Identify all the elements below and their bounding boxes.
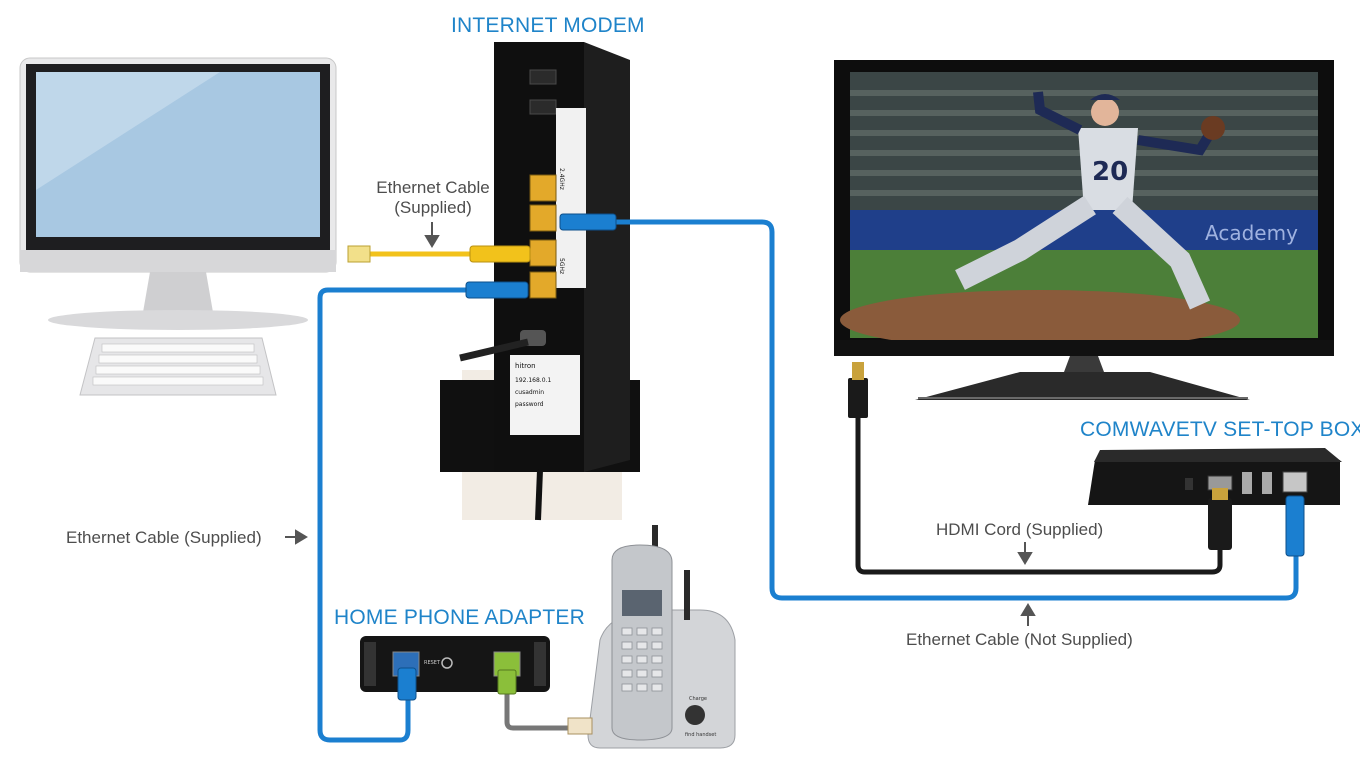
modem-ip: 192.168.0.1 [515,377,551,384]
television: Academy 20 [834,60,1334,400]
arrow-right-icon [285,529,308,545]
desktop-computer [19,57,337,396]
phone-charge-label: Charge [689,696,707,702]
blue-ethernet-cable-left [317,281,529,743]
home-phone-adapter-device: RESET [360,636,550,692]
tv-banner-text: Academy [1205,221,1298,245]
modem-ethernet-caption-line2: (Supplied) [394,198,472,217]
arrow-down-icon [1017,542,1033,565]
pitcher: 20 [955,91,1225,310]
arrow-up-icon [1020,603,1036,626]
hdmi-caption: HDMI Cord (Supplied) [936,520,1104,539]
internet-modem: hitron 192.168.0.1 cusadmin password 2.4… [440,42,640,521]
phone-adapter-title: HOME PHONE ADAPTER [334,606,585,629]
modem-title: INTERNET MODEM [451,14,645,37]
keyboard [79,337,277,396]
adapter-reset-label: RESET [424,660,441,666]
modem-user: cusadmin [515,389,544,396]
cordless-phone: find handset Charge [587,525,736,749]
modem-ethernet-caption-line1: Ethernet Cable [376,178,490,197]
settop-title: COMWAVETV SET-TOP BOX [1080,418,1360,441]
arrow-down-icon [424,222,440,248]
blue-ethernet-cable-right [559,213,1305,601]
modem-ethernet-ports [529,174,557,299]
phone-cord [497,669,593,735]
modem-wifi-24: 2.4GHz [558,168,565,190]
set-top-box [1088,448,1342,505]
modem-password: password [515,401,544,408]
ethernet-not-supplied-caption: Ethernet Cable (Not Supplied) [906,630,1133,649]
phone-find-label: find handset [685,732,716,738]
hdmi-cord [848,362,1232,575]
jersey-number: 20 [1092,157,1128,187]
yellow-ethernet-cable [347,245,531,263]
left-ethernet-caption: Ethernet Cable (Supplied) [66,528,262,547]
modem-brand: hitron [515,362,536,370]
modem-wifi-5: 5GHz [558,258,565,274]
